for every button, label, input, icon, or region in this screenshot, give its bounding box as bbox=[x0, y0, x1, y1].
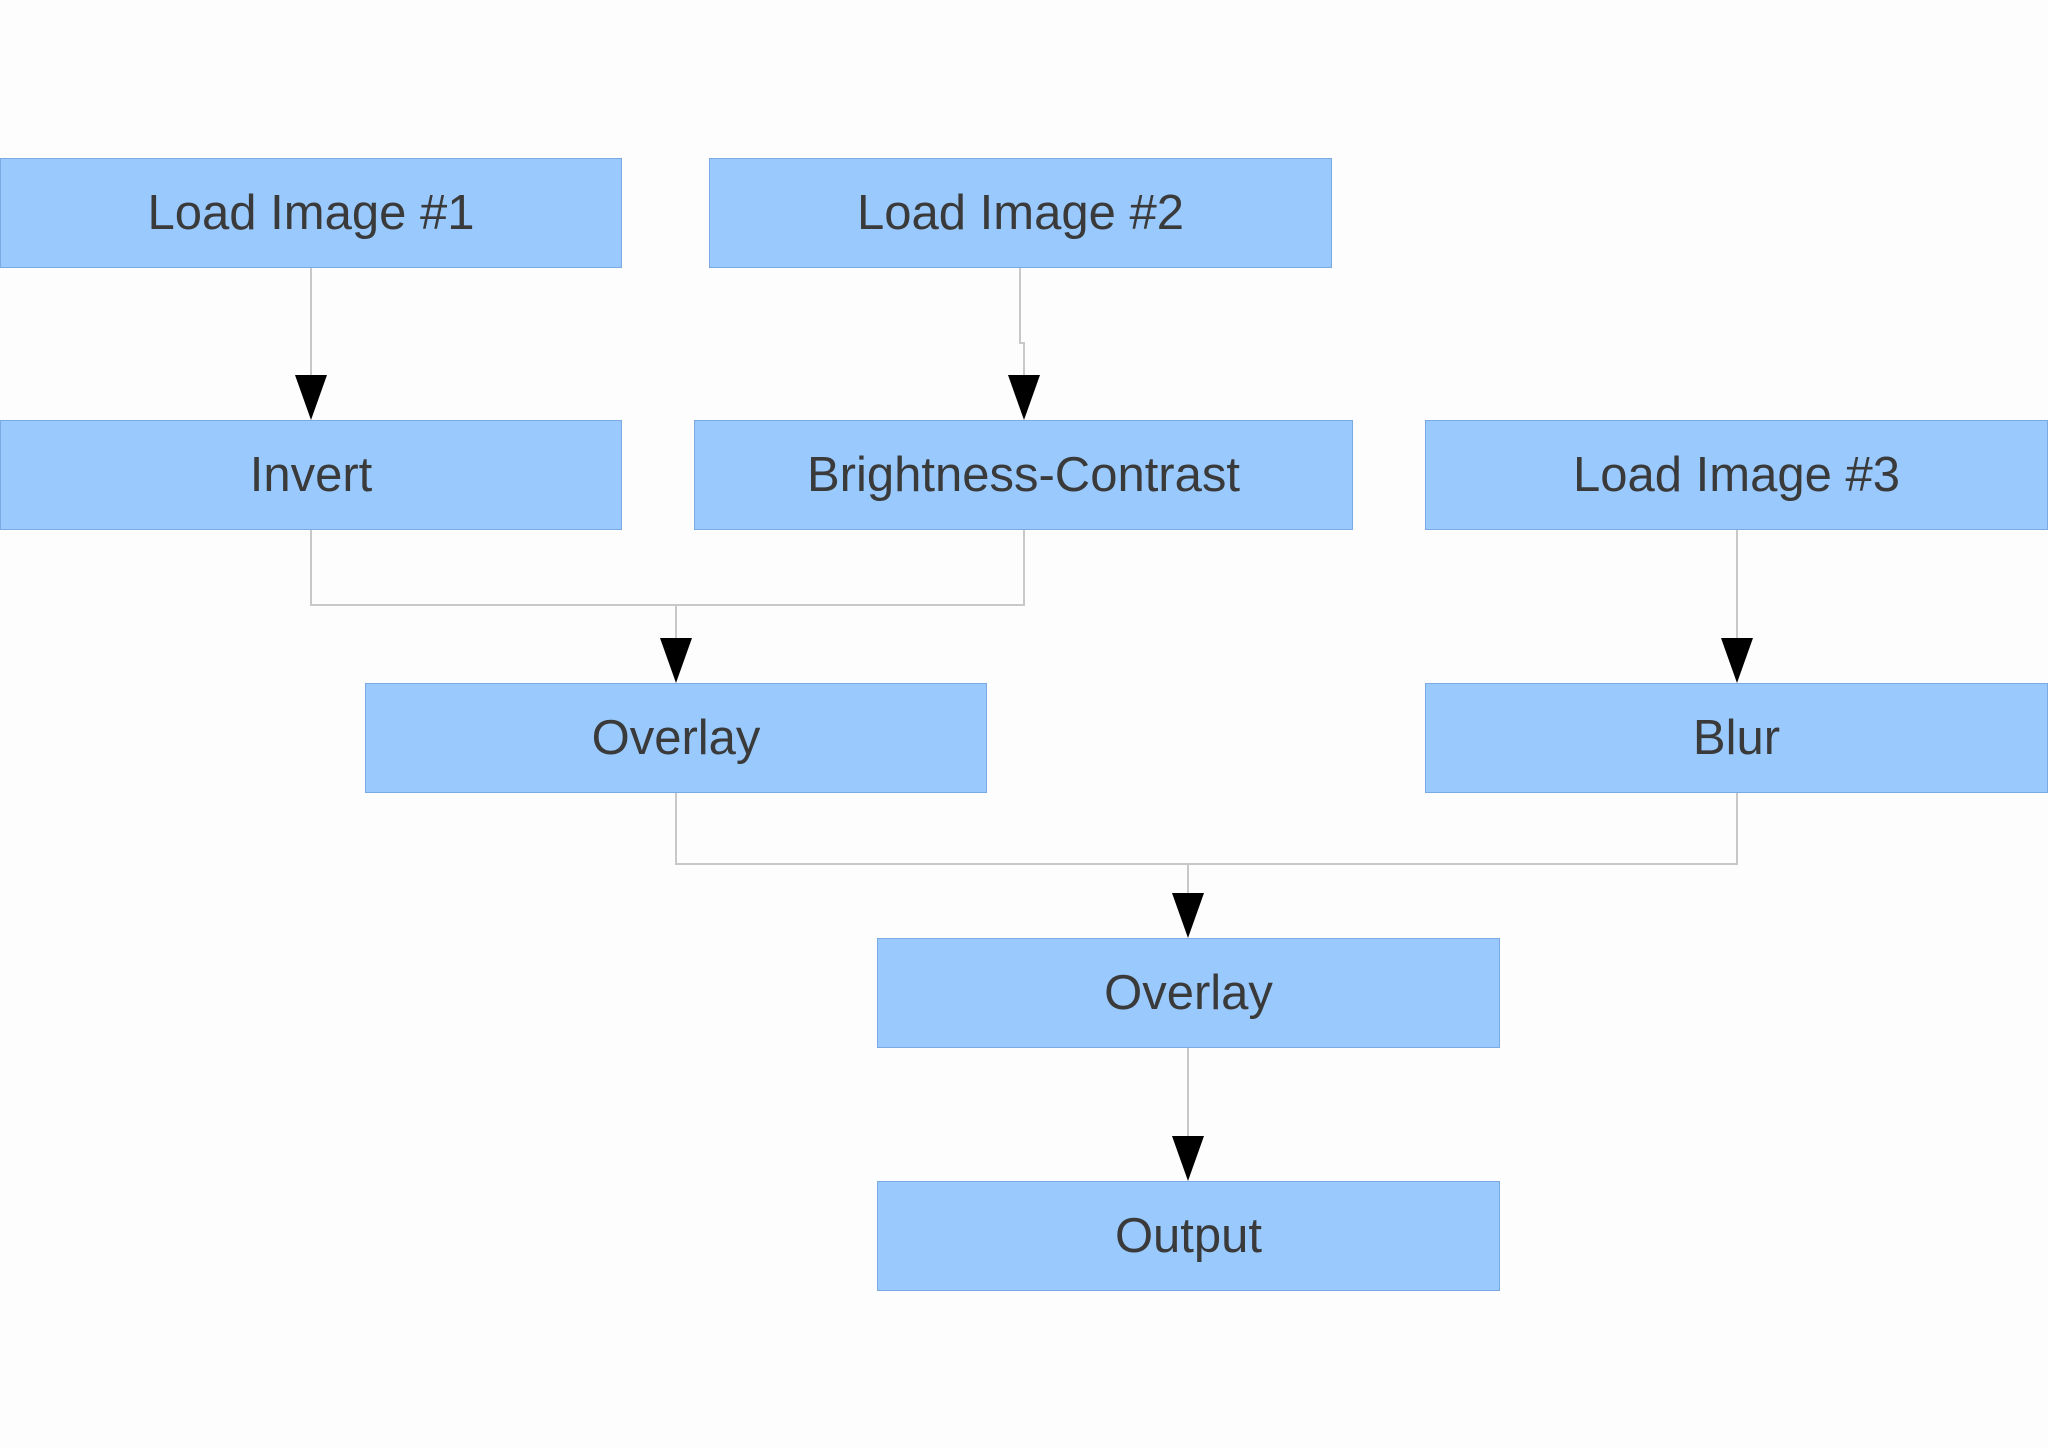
node-load-image-2[interactable]: Load Image #2 bbox=[709, 158, 1332, 268]
node-overlay-2[interactable]: Overlay bbox=[877, 938, 1500, 1048]
node-load-image-1[interactable]: Load Image #1 bbox=[0, 158, 622, 268]
node-label: Brightness-Contrast bbox=[806, 448, 1240, 502]
node-invert[interactable]: Invert bbox=[0, 420, 622, 530]
edge-blur-overlay2 bbox=[1188, 793, 1738, 865]
arrowhead-output bbox=[1172, 1136, 1204, 1181]
edge-load2-bc bbox=[1019, 268, 1025, 378]
node-label: Blur bbox=[1692, 711, 1781, 765]
arrowhead-overlay1 bbox=[660, 638, 692, 683]
edge-bc-overlay1 bbox=[676, 530, 1025, 606]
arrowhead-overlay2 bbox=[1172, 893, 1204, 938]
node-load-image-3[interactable]: Load Image #3 bbox=[1425, 420, 2048, 530]
node-label: Overlay bbox=[591, 711, 761, 765]
node-label: Load Image #2 bbox=[857, 186, 1184, 240]
edge-overlay1-overlay2 bbox=[675, 793, 1189, 896]
arrowhead-invert bbox=[295, 375, 327, 420]
node-output[interactable]: Output bbox=[877, 1181, 1500, 1291]
arrowhead-blur bbox=[1721, 638, 1753, 683]
edge-invert-overlay1 bbox=[310, 530, 677, 640]
node-overlay-1[interactable]: Overlay bbox=[365, 683, 987, 793]
node-label: Overlay bbox=[1104, 966, 1273, 1020]
arrowhead-bc bbox=[1008, 375, 1040, 420]
node-label: Output bbox=[1114, 1209, 1263, 1263]
node-label: Load Image #1 bbox=[147, 186, 475, 240]
node-label: Load Image #3 bbox=[1573, 448, 1900, 502]
node-label: Invert bbox=[249, 448, 373, 502]
node-brightness-contrast[interactable]: Brightness-Contrast bbox=[694, 420, 1353, 530]
node-blur[interactable]: Blur bbox=[1425, 683, 2048, 793]
